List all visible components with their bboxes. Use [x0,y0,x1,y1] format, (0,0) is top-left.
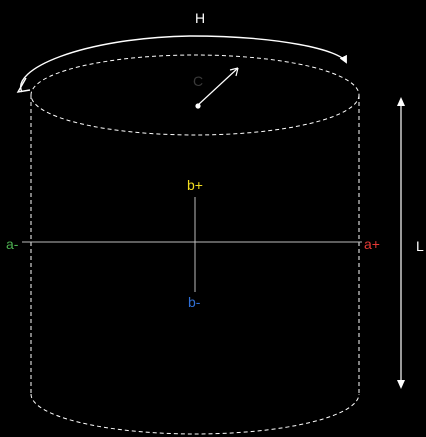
a-minus-label: a- [6,236,19,252]
cylinder-bottom-arc [30,393,360,435]
chroma-label: C [193,73,204,89]
b-minus-label: b- [188,294,201,310]
chroma-arrow [197,67,239,106]
a-plus-label: a+ [364,236,380,252]
lightness-label: L [416,238,424,254]
hue-arrow-tail [16,77,31,93]
hue-arrow [19,35,347,93]
cylinder-top-ellipse [30,54,360,136]
lightness-arrowhead-bottom [397,380,405,389]
lightness-arrowhead-top [397,97,405,106]
center-point [195,103,201,109]
b-plus-label: b+ [187,177,203,193]
chroma-arrowhead [229,67,239,77]
hue-label: H [195,10,206,26]
